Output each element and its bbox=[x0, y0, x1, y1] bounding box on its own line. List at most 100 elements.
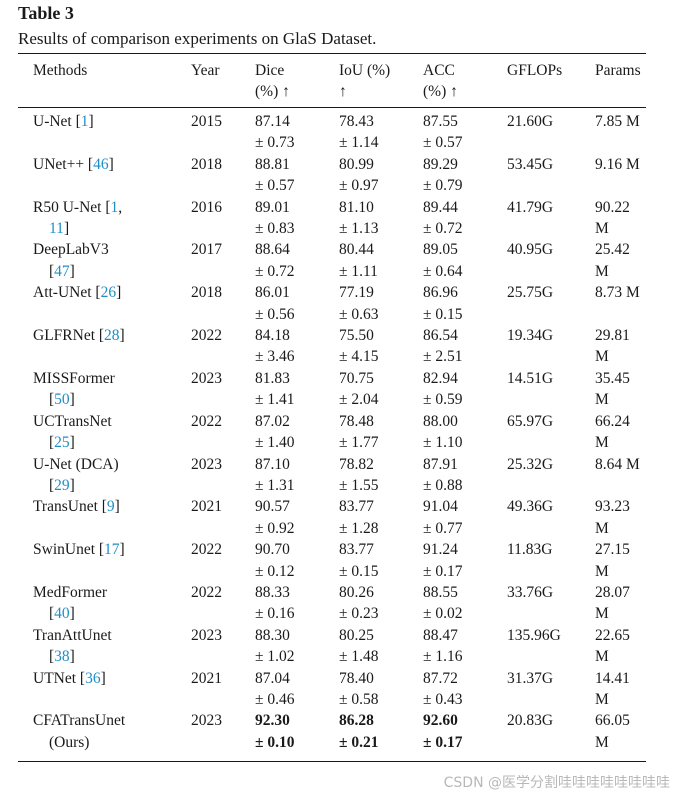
gflops-cell: 49.36G bbox=[507, 498, 554, 516]
acc-cell: 86.96± 0.15 bbox=[423, 282, 507, 325]
acc-value: 87.72 bbox=[423, 669, 458, 687]
gflops-cell: 19.34G bbox=[507, 327, 554, 345]
year-cell: 2022 bbox=[191, 583, 222, 601]
iou-value: 77.19 bbox=[339, 284, 374, 302]
iou-sd: ± 0.15 bbox=[339, 562, 379, 580]
method-name: MedFormer bbox=[33, 583, 108, 601]
method-name-end: ] bbox=[100, 669, 106, 687]
iou-sd: ± 0.63 bbox=[339, 305, 379, 323]
year-cell: 2017 bbox=[191, 241, 222, 259]
iou-cell: 80.99± 0.97 bbox=[339, 154, 423, 197]
iou-sd: ± 1.11 bbox=[339, 262, 378, 280]
acc-cell: 89.05± 0.64 bbox=[423, 239, 507, 282]
iou-value: 86.28 bbox=[339, 712, 374, 730]
year-cell: 2023 bbox=[191, 712, 222, 730]
iou-sd: ± 1.28 bbox=[339, 519, 379, 537]
acc-value: 92.60 bbox=[423, 712, 458, 730]
params-cell: 8.64 M bbox=[595, 454, 646, 497]
method-ref-2: 47 bbox=[54, 262, 70, 280]
acc-cell: 91.24± 0.17 bbox=[423, 539, 507, 582]
acc-sd: ± 0.64 bbox=[423, 262, 463, 280]
iou-value: 80.25 bbox=[339, 626, 374, 644]
params-value: 8.64 M bbox=[595, 455, 640, 473]
year-cell: 2023 bbox=[191, 455, 222, 473]
iou-sd: ± 4.15 bbox=[339, 348, 379, 366]
dice-value: 86.01 bbox=[255, 284, 290, 302]
params-value: 29.81 bbox=[595, 327, 630, 345]
method-name: U-Net [ bbox=[33, 113, 81, 130]
iou-sd: ± 0.58 bbox=[339, 690, 379, 708]
acc-cell: 87.91± 0.88 bbox=[423, 454, 507, 497]
params-unit: M bbox=[595, 733, 609, 751]
method-name-cont-end: ] bbox=[69, 262, 75, 280]
header-methods: Methods bbox=[33, 62, 88, 79]
params-unit: M bbox=[595, 690, 609, 708]
method-name-cont: [ bbox=[49, 262, 55, 280]
params-unit: M bbox=[595, 262, 609, 280]
method-cell: SwinUnet [17] bbox=[18, 539, 191, 582]
acc-sd: ± 0.43 bbox=[423, 690, 463, 708]
header-dice-line2: (%) ↑ bbox=[255, 83, 290, 101]
params-cell: 9.16 M bbox=[595, 154, 646, 197]
dice-value: 81.83 bbox=[255, 369, 290, 387]
method-name-cont: (Ours) bbox=[49, 733, 90, 751]
acc-cell: 88.47± 1.16 bbox=[423, 625, 507, 668]
method-name-cont: [ bbox=[49, 648, 55, 666]
params-unit: M bbox=[595, 434, 609, 452]
acc-value: 91.04 bbox=[423, 498, 458, 516]
params-value: 90.22 bbox=[595, 198, 630, 216]
method-cell: UTNet [36] bbox=[18, 668, 191, 711]
dice-sd: ± 1.40 bbox=[255, 434, 295, 452]
params-value: 93.23 bbox=[595, 498, 630, 516]
iou-cell: 70.75 ± 2.04 bbox=[339, 368, 423, 411]
acc-sd: ± 0.02 bbox=[423, 605, 463, 623]
method-ref-2: 11 bbox=[49, 220, 64, 238]
iou-value: 70.75 bbox=[339, 369, 374, 387]
dice-sd: ± 0.56 bbox=[255, 305, 295, 323]
dice-sd: ± 1.31 bbox=[255, 476, 295, 494]
method-name: MISSFormer bbox=[33, 369, 115, 387]
dice-value: 88.33 bbox=[255, 583, 290, 601]
dice-cell: 88.30± 1.02 bbox=[255, 625, 339, 668]
dice-cell: 81.83± 1.41 bbox=[255, 368, 339, 411]
dice-sd: ± 0.73 bbox=[255, 134, 295, 152]
iou-sd: ± 0.23 bbox=[339, 605, 379, 623]
acc-cell: 91.04± 0.77 bbox=[423, 496, 507, 539]
method-name: DeepLabV3 bbox=[33, 241, 109, 259]
dice-sd: ± 0.10 bbox=[255, 733, 295, 751]
method-name-cont-end: ] bbox=[69, 434, 75, 452]
acc-sd: ± 0.57 bbox=[423, 134, 463, 152]
iou-value: 80.44 bbox=[339, 241, 374, 259]
iou-sd: ± 2.04 bbox=[339, 391, 379, 409]
method-cell: U-Net [1] bbox=[18, 107, 191, 154]
results-table: Methods Year Dice(%) ↑ IoU (%)↑ ACC(%) ↑… bbox=[18, 54, 646, 753]
method-cell: Att-UNet [26] bbox=[18, 282, 191, 325]
method-cell: MISSFormer[50] bbox=[18, 368, 191, 411]
params-value: 22.65 bbox=[595, 626, 630, 644]
method-cell: U-Net (DCA)[29] bbox=[18, 454, 191, 497]
params-value: 66.05 bbox=[595, 712, 630, 730]
dice-value: 87.04 bbox=[255, 669, 290, 687]
watermark: CSDN @医学分割哇哇哇哇哇哇哇哇 bbox=[443, 775, 670, 791]
iou-cell: 86.28± 0.21 bbox=[339, 710, 423, 753]
params-unit: M bbox=[595, 562, 609, 580]
method-ref: 26 bbox=[100, 284, 117, 302]
header-gflops: GFLOPs bbox=[507, 62, 563, 79]
iou-cell: 78.40± 0.58 bbox=[339, 668, 423, 711]
dice-cell: 90.70± 0.12 bbox=[255, 539, 339, 582]
acc-sd: ± 0.15 bbox=[423, 305, 463, 323]
dice-sd: ± 0.72 bbox=[255, 262, 295, 280]
method-name-end: ] bbox=[116, 284, 122, 302]
table-caption: Results of comparison experiments on Gla… bbox=[18, 29, 377, 48]
dice-sd: ± 1.02 bbox=[255, 648, 295, 666]
